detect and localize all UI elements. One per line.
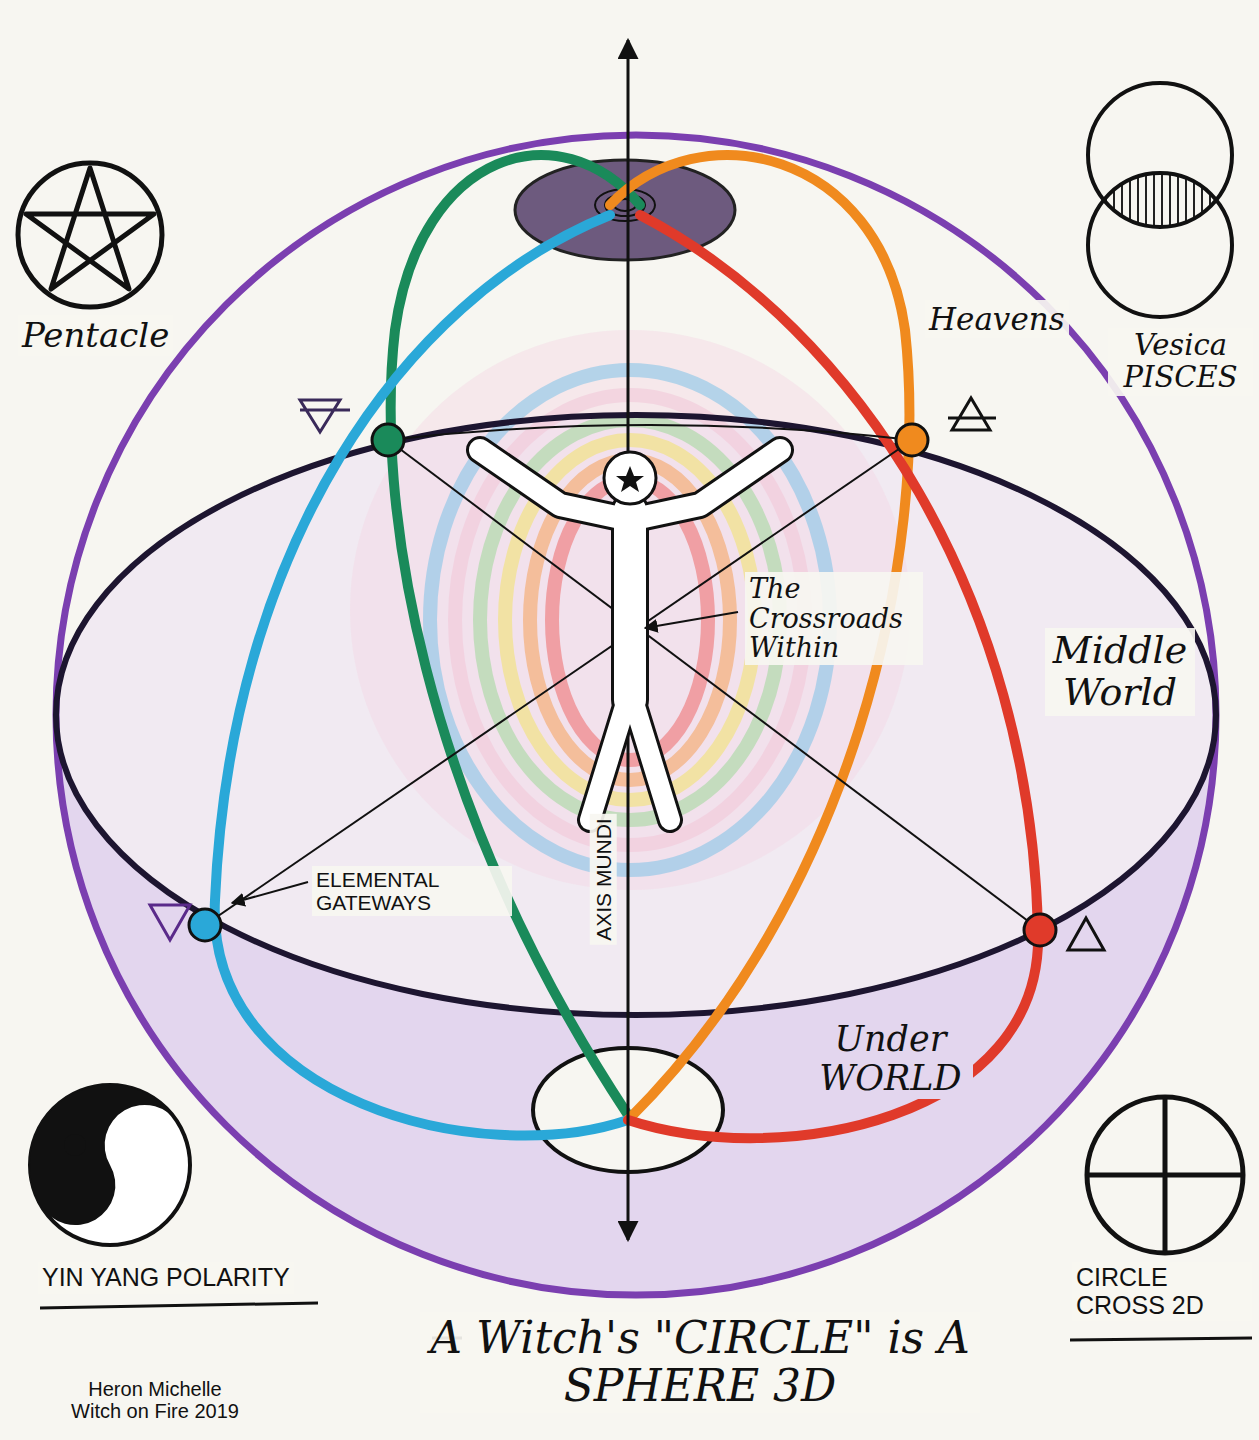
water-symbol xyxy=(150,905,190,940)
pentacle-ring xyxy=(18,163,162,307)
aura-band xyxy=(480,420,780,820)
fire-gateway xyxy=(1024,914,1056,946)
air-gateway xyxy=(896,424,928,456)
vesica-lens xyxy=(1088,173,1232,317)
realm-label: Heavens xyxy=(925,300,1069,338)
earth-orbit xyxy=(391,155,640,1115)
crossroads-lines xyxy=(205,425,1040,930)
circle-cross-symbol xyxy=(1087,1097,1243,1253)
callout-label: The Crossroads Within xyxy=(745,572,923,665)
cross-line xyxy=(205,440,912,925)
yin-dot xyxy=(64,1134,86,1156)
figure-head xyxy=(604,452,656,504)
fire-symbol xyxy=(1068,918,1104,950)
water-gateway xyxy=(189,909,221,941)
cross-line xyxy=(388,440,1040,930)
axis-label: AXIS MUNDI xyxy=(589,815,616,946)
vesica-circle xyxy=(1088,83,1232,227)
figure-fill xyxy=(614,510,646,700)
air-symbol xyxy=(948,398,996,430)
orbits xyxy=(215,155,1038,1138)
middle-world-shade xyxy=(56,415,1216,1015)
leader-line xyxy=(645,612,738,628)
element-symbols xyxy=(150,398,1104,950)
cross-bar xyxy=(1087,1173,1243,1178)
equator-ring xyxy=(56,415,1216,1015)
axis-line xyxy=(627,40,630,1240)
figure-outline xyxy=(590,690,670,820)
figure-fill xyxy=(590,690,670,820)
symbol-label: CIRCLE CROSS 2D xyxy=(1072,1262,1252,1321)
earth-symbol xyxy=(300,400,350,432)
underline xyxy=(1070,1338,1252,1340)
realm-label: Under WORLD xyxy=(808,1018,973,1099)
sphere-outline xyxy=(56,135,1216,1295)
symbol-label: Pentacle xyxy=(18,315,173,356)
figure-outline xyxy=(611,510,649,700)
vesica-circle xyxy=(1088,173,1232,317)
vesica-symbol xyxy=(1088,83,1232,317)
underline xyxy=(40,1303,318,1308)
pentacle-symbol xyxy=(18,163,162,307)
fire-orbit xyxy=(628,215,1038,1138)
yang-dot xyxy=(134,1174,156,1196)
earth-gateway xyxy=(372,424,404,456)
head-star xyxy=(616,466,644,492)
leader-line xyxy=(232,882,308,903)
pentagram xyxy=(26,168,154,289)
callout-label: ELEMENTAL GATEWAYS xyxy=(312,866,512,916)
cross-ring xyxy=(1087,1097,1243,1253)
human-figure xyxy=(480,450,780,820)
diagram-title: A Witch's "CIRCLE" is A SPHERE 3D xyxy=(420,1312,980,1413)
yin-yang-symbol xyxy=(1,1056,200,1245)
upper-line xyxy=(388,425,912,440)
realm-label: Middle World xyxy=(1045,628,1195,716)
yin-half xyxy=(1,1056,200,1240)
symbol-label: Vesica PISCES xyxy=(1108,328,1253,396)
symbol-label: YIN YANG POLARITY xyxy=(38,1262,294,1294)
water-orbit xyxy=(215,215,628,1136)
credit-caption: Heron Michelle Witch on Fire 2019 xyxy=(60,1376,250,1424)
